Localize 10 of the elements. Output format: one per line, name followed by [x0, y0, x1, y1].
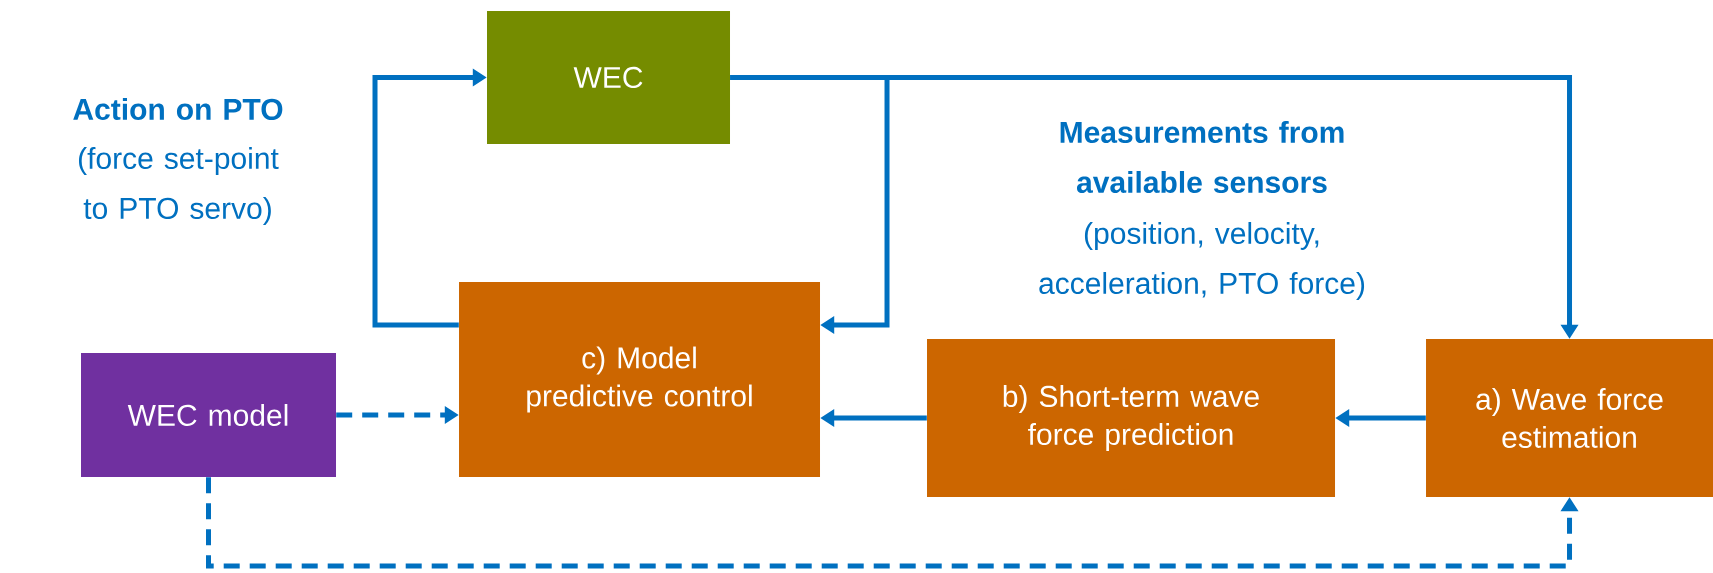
annotation-text: Action on PTO [73, 98, 283, 120]
arrow [730, 75, 890, 335]
annotation-text: (force set-point to PTO servo) [79, 147, 279, 225]
model-box: WEC model [81, 353, 336, 477]
annotation-text: Measurements from available sensors [1060, 121, 1344, 193]
annotation-text: (position, velocity, acceleration, PTO force) [1039, 222, 1365, 300]
process-box: c) Model predictive control [459, 282, 820, 477]
process-box: a) Wave force estimation [1426, 339, 1713, 497]
process-box: WEC [487, 11, 730, 144]
process-box: b) Short-term wave force prediction [927, 339, 1335, 497]
